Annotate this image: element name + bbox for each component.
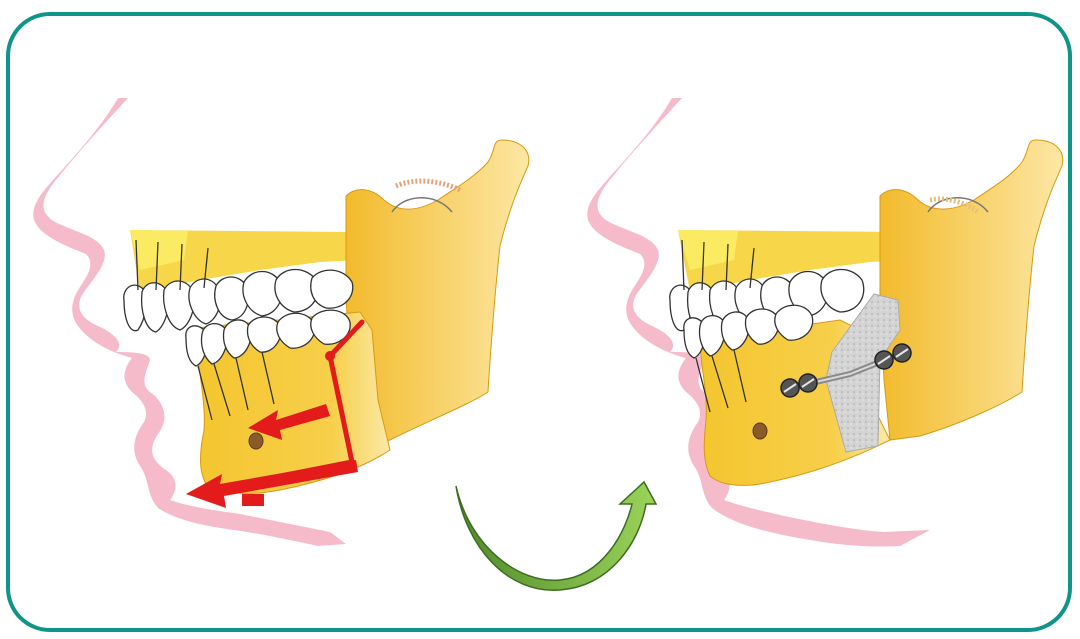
articular-surface-left [396,181,460,190]
panel-before [33,98,528,546]
arrow-tail-block [242,494,264,506]
curved-arrow-icon [456,482,656,590]
mental-foramen-right [753,423,767,439]
mental-foramen-left [249,433,263,449]
ramus-right [880,140,1063,440]
panel-after [587,98,1062,547]
cut-point-left [325,351,335,361]
